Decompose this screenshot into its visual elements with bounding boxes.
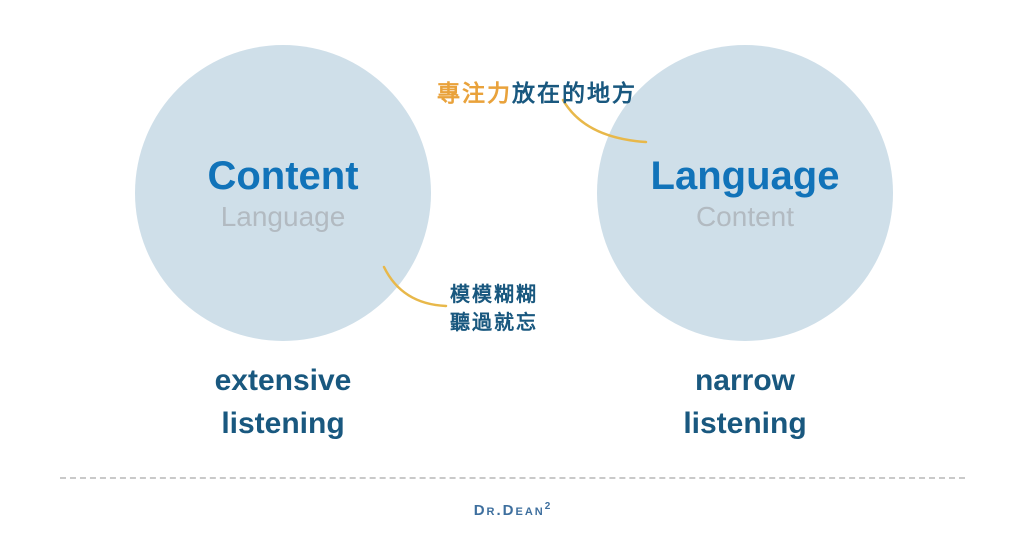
left-caption: extensive listening (135, 360, 431, 445)
right-caption: narrow listening (597, 360, 893, 445)
brand-logo: Dr.Dean2 (0, 501, 1024, 519)
left-caption-line2: listening (221, 406, 345, 440)
focus-annotation-highlight: 專注力 (437, 80, 512, 106)
right-circle-primary-label: Language (650, 153, 840, 198)
fuzzy-annotation: 模模糊糊 聽過就忘 (450, 281, 538, 337)
left-circle-secondary-label: Language (220, 200, 346, 232)
right-caption-line2: listening (683, 406, 807, 440)
left-circle-primary-label: Content (207, 153, 359, 198)
left-caption-line1: extensive (214, 364, 352, 397)
fuzzy-annotation-line1: 模模糊糊 (450, 284, 538, 306)
focus-annotation: 專注力放在的地方 (437, 74, 637, 108)
right-circle: Language Content (597, 45, 893, 341)
left-circle: Content Language (135, 45, 431, 341)
dashed-divider (60, 477, 965, 479)
right-caption-line1: narrow (694, 364, 796, 397)
brand-logo-superscript: 2 (544, 501, 551, 512)
focus-annotation-rest: 放在的地方 (512, 80, 637, 106)
fuzzy-annotation-line2: 聽過就忘 (450, 312, 538, 334)
brand-logo-text: Dr.Dean (473, 502, 545, 519)
right-circle-secondary-label: Content (695, 200, 795, 232)
